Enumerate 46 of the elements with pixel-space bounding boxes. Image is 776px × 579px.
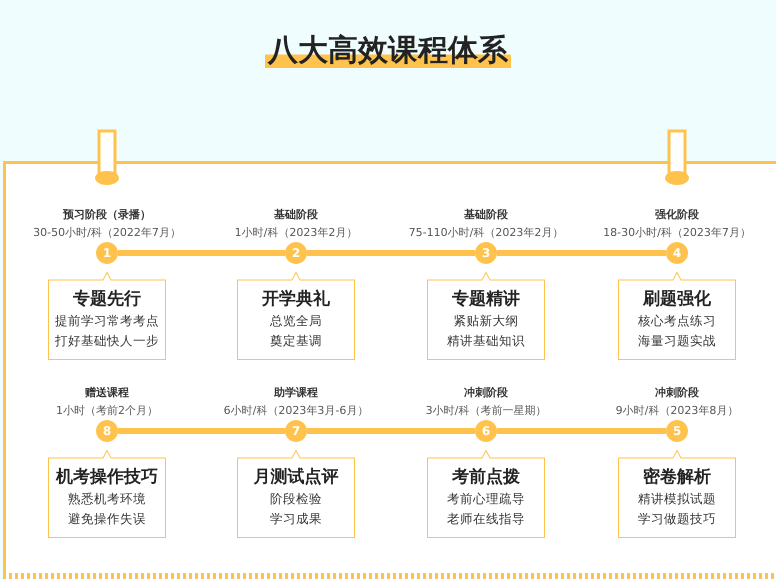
course-description: 阶段检验 [269, 490, 323, 508]
stage-name: 基础阶段 [463, 207, 509, 222]
course-description: 打好基础快人一步 [54, 332, 160, 350]
stage-name: 冲刺阶段 [654, 385, 700, 400]
timeline-line [497, 428, 666, 434]
stage-name: 预习阶段（录播） [62, 207, 152, 222]
course-description: 紧贴新大纲 [452, 312, 520, 330]
stage-duration: 75-110小时/科（2023年2月） [408, 225, 564, 240]
course-description: 考前心理疏导 [446, 490, 526, 508]
timeline-line [497, 250, 666, 256]
timeline-line [307, 250, 475, 256]
course-title: 密卷解析 [642, 466, 712, 489]
course-title: 月测试点评 [252, 466, 340, 489]
stage-name: 助学课程 [272, 385, 319, 400]
timeline-line [307, 428, 475, 434]
course-description: 总览全局 [269, 312, 323, 330]
stage-name: 赠送课程 [84, 385, 130, 400]
course-description: 避免操作失误 [67, 510, 147, 528]
course-title: 刷题强化 [642, 288, 712, 311]
stage-duration: 30-50小时/科（2022年7月） [32, 225, 182, 240]
course-title: 开学典礼 [260, 288, 331, 311]
course-description: 精讲模拟试题 [637, 490, 717, 508]
stage-duration: 6小时/科（2023年3月-6月） [222, 403, 370, 418]
stage-duration: 18-30小时/科（2023年7月） [602, 225, 752, 240]
course-description: 学习做题技巧 [637, 510, 717, 528]
stage-duration: 1小时（考前2个月） [55, 403, 159, 418]
course-title: 机考操作技巧 [54, 466, 159, 489]
course-description: 海量习题实战 [637, 332, 717, 350]
course-title: 考前点拨 [451, 466, 521, 489]
course-description: 提前学习常考考点 [54, 312, 160, 330]
course-title: 专题精讲 [451, 288, 521, 311]
stage-name: 基础阶段 [273, 207, 319, 222]
stage-duration: 9小时/科（2023年8月） [614, 403, 740, 418]
course-description: 核心考点练习 [637, 312, 717, 330]
timeline-line [118, 428, 285, 434]
course-description: 老师在线指导 [446, 510, 526, 528]
stage-duration: 1小时/科（2023年2月） [234, 225, 358, 240]
stage-name: 强化阶段 [654, 207, 700, 222]
course-description: 熟悉机考环境 [67, 490, 147, 508]
course-description: 精讲基础知识 [446, 332, 526, 350]
stage-name: 冲刺阶段 [463, 385, 509, 400]
course-title: 专题先行 [72, 288, 142, 311]
course-description: 学习成果 [269, 510, 323, 528]
course-description: 奠定基调 [269, 332, 323, 350]
stage-duration: 3小时/科（考前一星期） [424, 403, 548, 418]
timeline-line [118, 250, 285, 256]
